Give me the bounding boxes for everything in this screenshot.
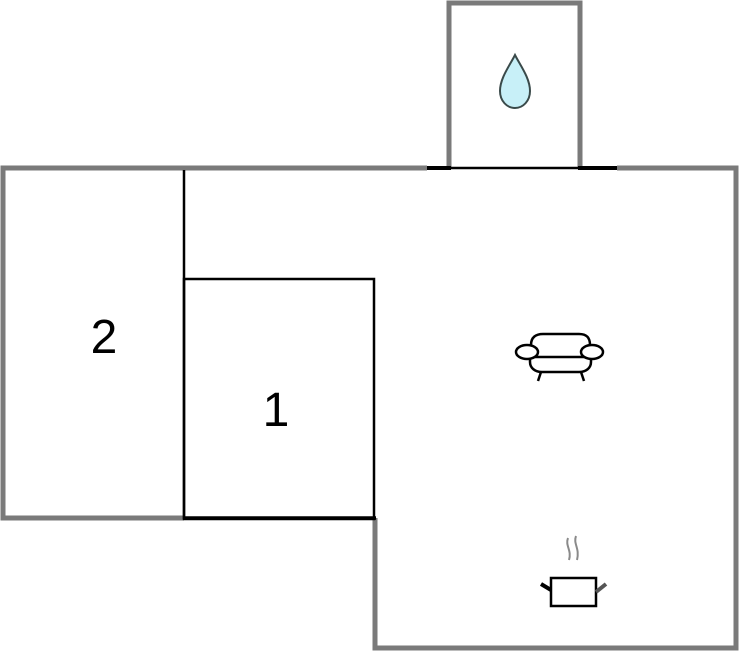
left-outer-wall bbox=[0, 165, 427, 521]
room-1-label: 1 bbox=[263, 384, 290, 437]
cooking-pot-icon bbox=[539, 535, 608, 608]
bathroom-outer-wall bbox=[446, 0, 583, 168]
water-drop-icon bbox=[498, 52, 532, 110]
sofa-icon bbox=[514, 332, 605, 382]
right-outer-wall bbox=[372, 165, 739, 651]
room-2-label: 2 bbox=[91, 311, 118, 364]
